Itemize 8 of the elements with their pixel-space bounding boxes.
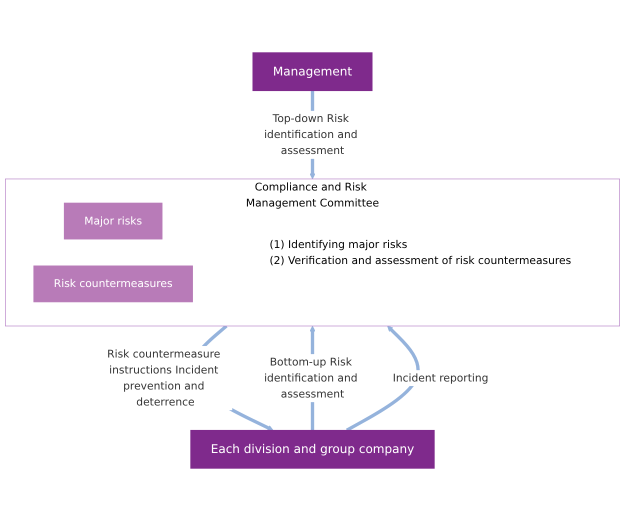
node-box: Each division and group company [190,430,435,469]
node-box: Management [252,52,372,92]
node-box: Major risks [64,202,162,240]
edge-label: Risk countermeasure instructions Incident prevention and deterrence [107,347,220,408]
node-box: Risk countermeasures [33,266,193,302]
arrow [346,326,420,432]
edge-label: Bottom-up Risk identification and assessment [264,355,358,400]
edge-label: Incident reporting [392,371,488,384]
